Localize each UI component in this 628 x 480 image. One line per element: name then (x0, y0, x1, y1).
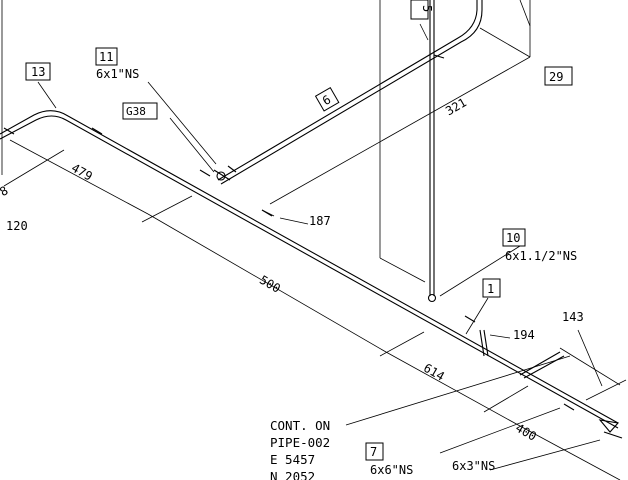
svg-text:PIPE-002: PIPE-002 (270, 435, 330, 450)
svg-text:7: 7 (370, 445, 377, 459)
leader-lines (37, 23, 601, 471)
svg-text:CONT. ON: CONT. ON (270, 418, 330, 433)
svg-text:5: 5 (420, 5, 434, 12)
tag-13[interactable]: 13 (25, 62, 51, 81)
dimension-120: 120 (6, 219, 28, 233)
dimension-8: 8 (0, 183, 11, 199)
fittings (216, 171, 623, 439)
dimension-500: 500 (257, 273, 283, 296)
size-note-10: 6x1.1/2"NS (505, 249, 577, 263)
dimension-lines (3, 0, 627, 480)
upper-branch-pipe (217, 0, 483, 185)
tag-10[interactable]: 10 (502, 228, 526, 247)
svg-text:N 2052: N 2052 (270, 469, 315, 480)
tag-11[interactable]: 11 (95, 47, 118, 66)
svg-text:1: 1 (487, 282, 494, 296)
tag-6[interactable]: 6 (314, 87, 340, 112)
svg-text:29: 29 (549, 70, 563, 84)
svg-text:10: 10 (506, 231, 520, 245)
tag-1[interactable]: 1 (482, 278, 501, 298)
dimension-143: 143 (562, 310, 584, 324)
flange-ticks (3, 54, 575, 411)
vertical-pipe (379, 0, 435, 296)
dimension-614: 614 (421, 361, 447, 384)
dimension-321: 321 (443, 95, 469, 118)
main-pipe-run (0, 110, 619, 429)
svg-text:G38: G38 (126, 105, 146, 118)
svg-text:11: 11 (99, 50, 113, 64)
dimension-187: 187 (309, 214, 331, 228)
svg-text:13: 13 (31, 65, 45, 79)
dimension-479: 479 (69, 161, 95, 184)
continuation-note: CONT. ON PIPE-002 E 5457 N 2052 (270, 418, 330, 480)
size-note-7: 6x6"NS (370, 463, 413, 477)
size-note-11: 6x1"NS (96, 67, 139, 81)
tag-5[interactable]: 5 (410, 0, 434, 20)
tag-g38[interactable]: G38 (122, 102, 158, 120)
svg-text:E 5457: E 5457 (270, 452, 315, 467)
size-note-branch: 6x3"NS (452, 459, 495, 473)
tag-29[interactable]: 29 (544, 66, 573, 86)
tag-7[interactable]: 7 (365, 442, 384, 461)
dimension-194: 194 (513, 328, 535, 342)
